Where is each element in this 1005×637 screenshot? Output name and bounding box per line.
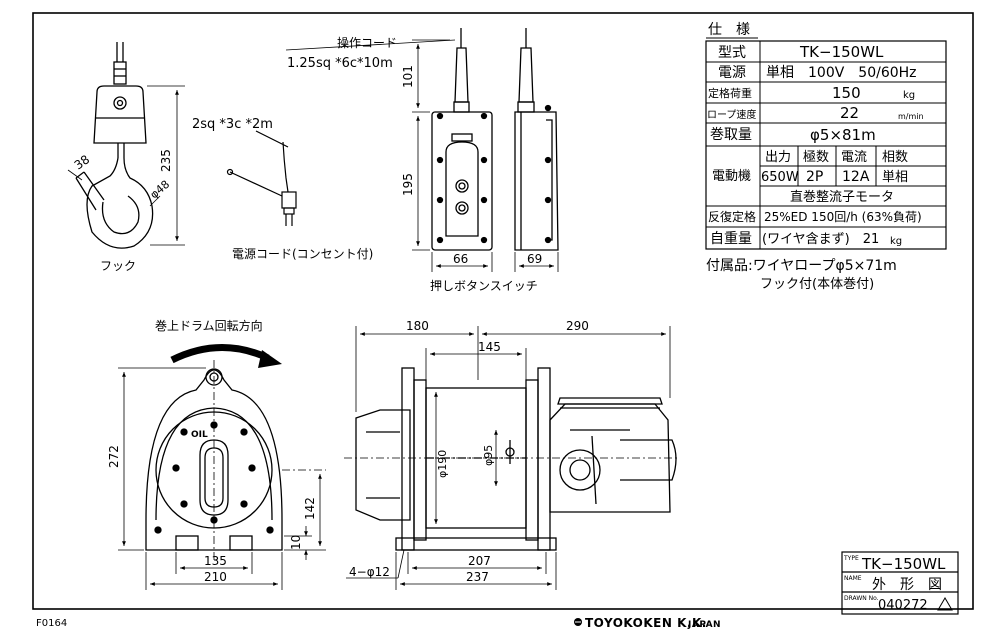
motor-value-output: 650W: [761, 170, 799, 185]
operation-cord-spec: 1.25sq *6c*10m: [287, 56, 393, 71]
front-dim-flange: φ190: [436, 450, 449, 478]
spec-unit-speed: m/min: [898, 112, 924, 121]
front-dim-drum-dia: φ95: [482, 445, 495, 466]
switch-dim-front-width: 66: [453, 252, 468, 266]
spec-label-model: 型式: [718, 45, 746, 61]
hook-caption: フック: [100, 259, 136, 273]
motor-value-current: 12A: [842, 169, 870, 185]
spec-label-capacity: 巻取量: [710, 127, 752, 143]
spec-label-duty: 反復定格: [708, 209, 756, 224]
motor-header-poles: 極数: [803, 149, 829, 165]
front-dims: [344, 326, 680, 590]
side-dim-shaft: 142: [303, 497, 317, 520]
power-cord-caption: 電源コード(コンセント付): [232, 247, 373, 261]
oil-mark: OIL: [191, 430, 208, 440]
switch-side: [514, 28, 559, 251]
side-dims: [118, 360, 326, 590]
front-dim-drum: 145: [478, 340, 501, 354]
title-name-label: NAME: [844, 575, 862, 582]
spec-heading: 仕 様: [708, 22, 750, 38]
drum-rotation-caption: 巻上ドラム回転方向: [155, 318, 263, 333]
accessory-line-2: フック付(本体巻付): [760, 277, 874, 292]
spec-label-speed: ロープ速度: [707, 108, 756, 121]
spec-table: 仕 様 型式 TK−150WL 電源 単相 100V 50/60Hz 定格荷重 …: [705, 22, 947, 250]
operation-cord-caption: 操作コード: [337, 35, 397, 50]
hook-dim-diameter: φ48: [148, 178, 173, 202]
motor-header-current: 電流: [841, 150, 867, 165]
power-cord-spec: 2sq *3c *2m: [192, 117, 273, 132]
accessory-line-1: 付属品:ワイヤロープφ5×71m: [706, 258, 897, 274]
side-dim-height: 272: [107, 445, 121, 468]
footer-country: JAPAN: [687, 620, 721, 630]
spec-value-weight: (ワイヤ含まず) 21: [762, 231, 879, 247]
title-drawn-label: DRAWN No.: [844, 595, 879, 602]
switch-dim-top: 101: [401, 65, 415, 88]
front-dim-right: 290: [566, 319, 589, 333]
rotation-arrow: [170, 344, 270, 364]
front-dim-left: 180: [406, 319, 429, 333]
switch-dim-body: 195: [401, 173, 415, 196]
power-cord-drawing: [226, 130, 297, 226]
title-drawn-value: 040272: [878, 598, 928, 613]
motor-header-output: 出力: [765, 150, 791, 165]
spec-value-capacity: φ5×81m: [810, 126, 876, 144]
motor-type: 直巻整流子モータ: [790, 190, 894, 205]
hook-drawing: [75, 42, 154, 249]
switch-dims: [285, 39, 559, 272]
side-dim-inner: 135: [204, 554, 227, 568]
switch-front: [431, 28, 493, 251]
switch-caption: 押しボタンスイッチ: [430, 279, 538, 293]
spec-value-speed: 22: [840, 104, 859, 122]
spec-value-model: TK−150WL: [799, 43, 884, 61]
spec-value-power: 単相 100V 50/60Hz: [766, 65, 917, 81]
spec-label-power: 電源: [718, 65, 746, 81]
footer-code: F0164: [36, 618, 67, 629]
spec-label-load: 定格荷重: [708, 86, 752, 100]
rotation-arrowhead: [258, 350, 282, 368]
title-name-value: 外 形 図: [872, 577, 942, 593]
front-view: [355, 367, 677, 551]
hook-dim-width: 38: [72, 152, 93, 172]
spec-value-load: 150: [832, 84, 861, 102]
sheet-border: [32, 12, 974, 610]
spec-value-duty: 25%ED 150回/h (63%負荷): [764, 210, 922, 224]
front-dim-inner: 207: [468, 554, 491, 568]
hook-dim-height: 235: [159, 149, 173, 172]
side-dim-base: 10: [289, 535, 303, 550]
title-type-label: TYPE: [843, 555, 859, 562]
title-block: [841, 551, 959, 615]
front-dim-outer: 237: [466, 570, 489, 584]
front-dim-holes: 4−φ12: [349, 565, 390, 579]
spec-label-motor: 電動機: [712, 169, 751, 184]
side-view: [145, 368, 283, 551]
hook-dims: [67, 85, 185, 246]
spec-label-weight: 自重量: [710, 231, 752, 247]
spec-unit-load: kg: [903, 90, 915, 101]
motor-value-phase: 単相: [882, 169, 908, 185]
revision-triangle-icon: [937, 597, 953, 611]
footer-company: TOYOKOKEN K.K.: [585, 616, 707, 630]
switch-dim-side-width: 69: [527, 252, 542, 266]
side-dim-outer: 210: [204, 570, 227, 584]
motor-value-poles: 2P: [806, 169, 823, 185]
company-logo-icon: [574, 618, 582, 626]
title-type-value: TK−150WL: [861, 555, 946, 573]
motor-header-phase: 相数: [882, 150, 908, 165]
spec-unit-weight: kg: [890, 236, 902, 247]
